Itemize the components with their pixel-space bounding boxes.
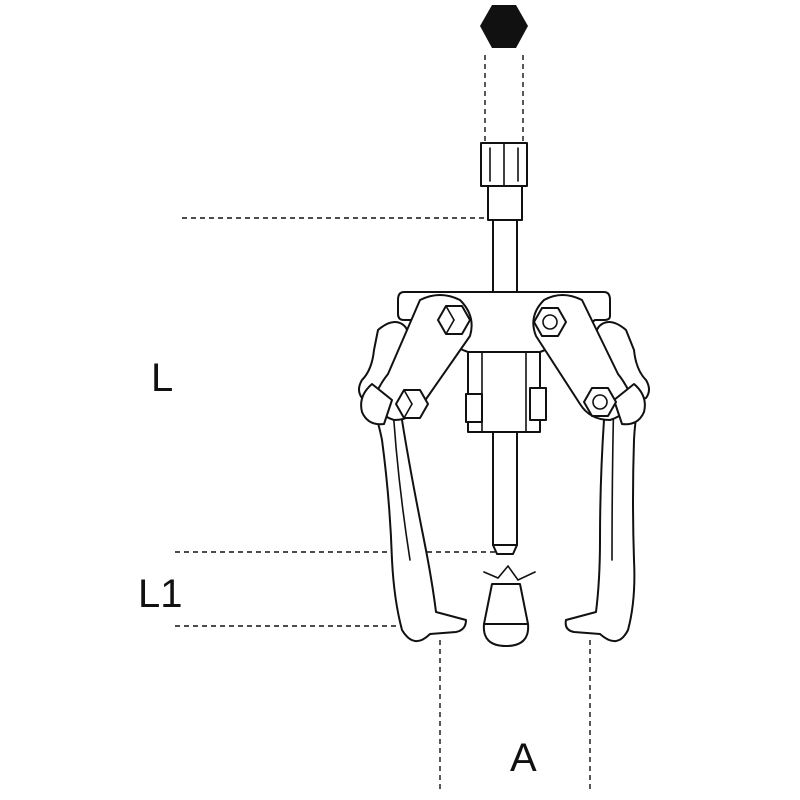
hexagon-icon bbox=[480, 5, 528, 48]
label-L1: L1 bbox=[138, 572, 183, 616]
jaw-pivots bbox=[360, 383, 646, 426]
bolt-right-bottom bbox=[583, 387, 617, 417]
dimension-lines bbox=[175, 217, 591, 790]
bolt-left-bottom bbox=[395, 389, 429, 419]
pressure-tip bbox=[482, 564, 536, 647]
bolt-left-top bbox=[437, 305, 471, 335]
label-L: L bbox=[151, 356, 173, 400]
spindle-nut bbox=[480, 142, 528, 187]
hex-guide-lines bbox=[484, 55, 524, 142]
bolt-right-top bbox=[533, 307, 567, 337]
label-A: A bbox=[510, 736, 537, 780]
